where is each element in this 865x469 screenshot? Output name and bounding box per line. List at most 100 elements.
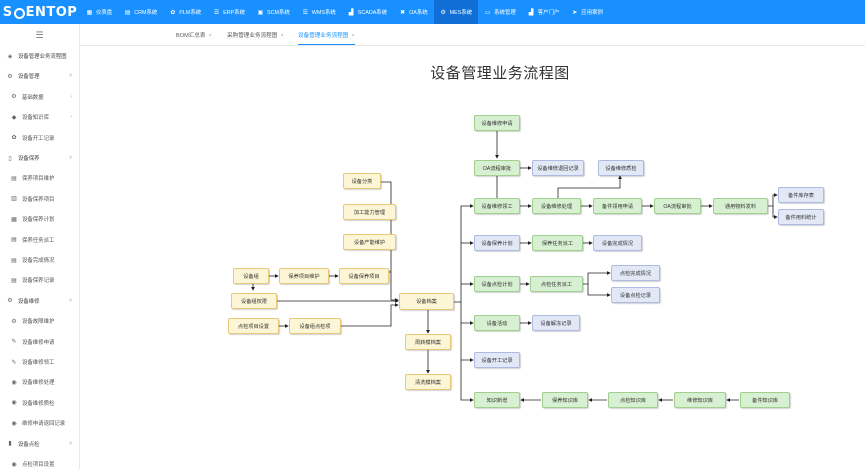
chevron-icon: ‹ [70,114,72,121]
node-maint-item[interactable]: 保养项目维护 [279,268,329,284]
nav-item-label: MES系统 [449,10,473,16]
node-category[interactable]: 设备分类 [343,173,381,189]
node-device-inspect-item[interactable]: 设备组点检项 [289,318,341,334]
nav-item-label: WMS系统 [311,10,336,16]
node-device-release[interactable]: 设备解冻记录 [532,315,580,331]
sidebar-item-17[interactable]: ◉设备维修质检 [0,393,80,413]
cogs-icon: ⚙ [440,9,446,16]
sidebar-item-9[interactable]: ▤保养任务派工 [0,230,80,250]
sidebar-item-7[interactable]: ▥设备保养项目 [0,189,80,209]
nav-item-11[interactable]: ➤应用案例 [565,0,609,24]
node-device-active[interactable]: 设备活动 [474,315,520,331]
node-repair-handle[interactable]: 设备维修处理 [532,198,581,214]
node-inspect-done[interactable]: 点检完成情况 [611,265,660,281]
nav-item-10[interactable]: ▟客户门户 [522,0,566,24]
node-inspect-record[interactable]: 设备点检记录 [611,287,660,303]
node-archive[interactable]: 设备档案 [399,293,454,310]
sidebar-item-label: 设备故障维护 [22,319,55,326]
gear-icon: ✿ [170,9,176,16]
node-group-permission[interactable]: 设备组权限 [231,293,277,309]
node-inspect-kb[interactable]: 点检知识库 [608,392,658,408]
node-knowledge-add[interactable]: 知识新增 [474,392,520,408]
node-inspect-dispatch[interactable]: 点检任务派工 [530,276,583,292]
close-icon[interactable]: × [280,33,284,39]
chevron-icon: ˅ [69,155,72,161]
node-maint-dispatch[interactable]: 保养任务派工 [532,235,583,251]
sidebar-item-20[interactable]: ◉点检项目设置 [0,454,80,469]
node-device-maint-item[interactable]: 设备保养项目 [339,268,389,284]
node-inspect-plan[interactable]: 设备点检计划 [474,276,520,292]
sidebar-item-5[interactable]: ▯设备保养˅ [0,148,80,168]
sidebar-item-1[interactable]: ⚙设备管理˅ [0,66,80,86]
nav-item-label: ERP系统 [223,10,245,16]
sidebar-item-6[interactable]: ▤保养项目维护 [0,168,80,188]
node-maint-plan[interactable]: 设备保养计划 [474,235,520,251]
sidebar-item-15[interactable]: ✎设备维修领工 [0,352,80,372]
node-parts-kb[interactable]: 备件知识库 [740,392,790,408]
tab-bom-summary[interactable]: BOM汇总表× [176,33,212,39]
node-cleaning[interactable]: 清洗模档案 [405,374,451,390]
sidebar-item-19[interactable]: ▮设备点检˅ [0,434,80,454]
nav-item-1[interactable]: ▤CRM系统 [118,0,163,24]
sidebar-item-0[interactable]: ◈设备管理业务流程图 [0,46,80,66]
nav-item-5[interactable]: ☰WMS系统 [296,0,342,24]
chevron-icon: ˅ [69,440,72,447]
node-parts-request[interactable]: 备件领用申请 [593,198,642,214]
sidebar-toggle[interactable]: ☰ [0,24,79,46]
sidebar-item-label: 保养任务派工 [22,237,55,244]
calendar-icon: ▦ [11,216,17,223]
node-producer[interactable]: 设备产能维护 [343,234,396,250]
nav-item-4[interactable]: ▣SCM系统 [251,0,296,24]
node-general-issue[interactable]: 通用物料发料 [713,198,768,214]
node-group[interactable]: 设备组 [233,268,269,284]
nav-item-0[interactable]: ▦仪表盘 [80,0,118,24]
close-icon[interactable]: × [351,33,355,39]
tab-purchase-flow[interactable]: 采购管理业务流程图× [227,33,284,39]
nav-item-9[interactable]: ▭系统管理 [478,0,522,24]
node-maint-done[interactable]: 设备完成情况 [593,235,642,251]
sidebar-item-2[interactable]: ⚙基础数据‹ [0,87,80,107]
node-repair-kb[interactable]: 维修知识库 [674,392,726,408]
nav-item-3[interactable]: ☰ERP系统 [207,0,251,24]
node-turnover[interactable]: 周转模档案 [405,334,451,350]
sidebar-item-12[interactable]: ⚙设备维修˅ [0,291,80,311]
close-icon[interactable]: × [208,33,212,39]
nav-item-6[interactable]: ▟SCADA系统 [342,0,393,24]
sidebar-item-18[interactable]: ◉维修申请退回记录 [0,413,80,433]
sidebar-item-10[interactable]: ▤设备完成情况 [0,250,80,270]
sidebar-item-16[interactable]: ◉设备维修处理 [0,372,80,392]
node-repair-request[interactable]: 设备维修申请 [474,115,520,131]
sidebar-item-label: 设备保养项目 [22,196,55,203]
page-title: 设备管理业务流程图 [430,65,570,82]
node-capacity[interactable]: 加工能力管理 [343,204,396,220]
node-repair-receive[interactable]: 设备维修领工 [474,198,520,214]
sidebar-item-13[interactable]: ⚙ 设备故障维护 [0,311,80,331]
chevron-icon: ˅ [69,73,72,80]
node-parts-usage[interactable]: 备件用料统计 [778,209,824,225]
node-maint-kb[interactable]: 保养知识库 [542,392,588,408]
node-parts-stock[interactable]: 备件库存表 [778,187,824,203]
node-oa-approve[interactable]: OA流程审批 [474,160,520,176]
tab-equipment-flow[interactable]: 设备管理业务流程图× [298,33,355,45]
nav-item-7[interactable]: ✖OA系统 [393,0,434,24]
sidebar-item-11[interactable]: ▤设备保养记录 [0,270,80,290]
chart-icon: ▟ [528,9,534,16]
sidebar-item-14[interactable]: ✎设备维修申请 [0,332,80,352]
node-repair-qc[interactable]: 设备维修质检 [598,160,644,176]
cogs-icon: ⚙ [11,318,17,325]
node-inspect-item[interactable]: 点检项目设置 [228,318,279,334]
node-repair-reject-record[interactable]: 设备维修退回记录 [532,160,584,176]
sidebar-item-label: 设备点检 [18,441,40,448]
chevron-icon: ˅ [69,297,72,304]
nav-item-2[interactable]: ✿PLM系统 [163,0,207,24]
sidebar-item-label: 设备维修质检 [22,400,55,407]
send-icon: ➤ [572,9,578,16]
sidebar-item-3[interactable]: ◆设备知识库‹ [0,107,80,127]
sidebar-item-8[interactable]: ▦设备保养计划 [0,209,80,229]
node-start-record[interactable]: 设备开工记录 [474,352,520,368]
nav-item-8[interactable]: ⚙MES系统 [433,0,479,24]
sidebar-item-4[interactable]: ✿设备开工记录 [0,128,80,148]
node-oa-approve-2[interactable]: OA流程审批 [654,198,701,214]
